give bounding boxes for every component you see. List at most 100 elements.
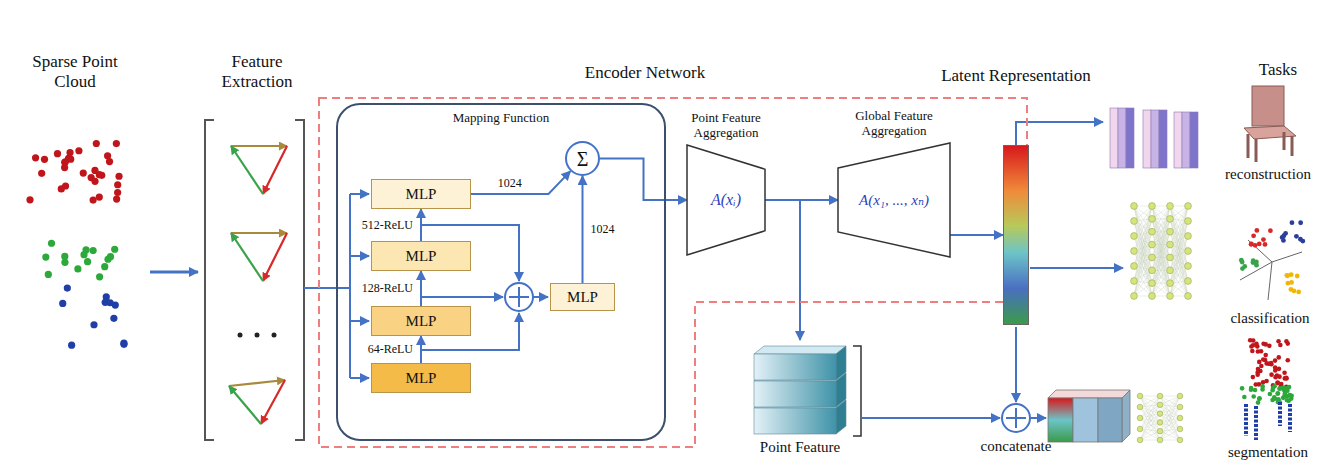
cluster-icon <box>1239 258 1244 263</box>
ellipsis-dots <box>238 333 243 338</box>
mapping-wire <box>350 193 369 195</box>
network <box>1131 203 1138 210</box>
segmented-chair <box>1277 386 1282 391</box>
heading-text: Encoder Network <box>585 63 705 83</box>
network <box>1131 233 1138 240</box>
network <box>1149 203 1156 210</box>
point-cloud <box>110 315 117 322</box>
point-cloud <box>96 273 103 280</box>
heading-text: Point Feature Aggregation <box>674 111 778 141</box>
network <box>1157 437 1163 443</box>
network <box>1134 257 1152 296</box>
sum-circle: Σ <box>565 141 600 176</box>
segmented-chair <box>1269 372 1274 377</box>
point-cloud <box>107 253 114 260</box>
point-cloud <box>61 253 68 260</box>
connector <box>471 171 570 194</box>
chair-icon <box>1252 86 1284 126</box>
point-cloud <box>59 300 66 307</box>
feature-triangle <box>231 232 287 234</box>
network <box>1140 422 1160 429</box>
bracket <box>205 120 214 440</box>
node-text: MLP <box>406 313 437 330</box>
network <box>1149 241 1156 248</box>
cluster-icon <box>1294 234 1299 239</box>
mapping-wire <box>349 194 351 378</box>
sum-symbol <box>505 283 533 311</box>
decoder-maps <box>1118 108 1126 168</box>
segmented-chair <box>1251 394 1256 399</box>
concat-feature <box>1048 390 1130 398</box>
segmented-chair <box>1240 338 1294 440</box>
concat-symbol <box>1002 404 1030 432</box>
network <box>1157 420 1163 426</box>
point-cloud <box>32 154 39 161</box>
feature-triangle <box>261 380 285 424</box>
cluster-icon <box>1296 289 1301 294</box>
network <box>1167 280 1174 287</box>
segmented-chair <box>1251 375 1256 380</box>
point-cloud <box>114 189 121 196</box>
point-cloud <box>113 140 120 147</box>
segmented-chair <box>1288 393 1293 398</box>
point-cloud <box>90 196 97 203</box>
concat-wire <box>1015 327 1017 402</box>
cluster-icon <box>1284 273 1289 278</box>
concat-symbol <box>1006 408 1026 428</box>
concat-wire <box>1016 122 1103 145</box>
point-cloud <box>96 193 103 200</box>
network <box>1157 402 1163 408</box>
network <box>1149 254 1156 261</box>
segmented-chair <box>1253 388 1258 393</box>
network <box>1140 405 1160 429</box>
point-cloud <box>38 170 45 177</box>
cluster-icon <box>1263 242 1268 247</box>
network <box>1160 431 1180 440</box>
chair-icon <box>1244 86 1296 162</box>
feature-triangle <box>229 386 261 424</box>
concat-wire <box>853 346 861 436</box>
segmented-chair <box>1257 360 1262 365</box>
network <box>1157 393 1163 399</box>
cluster-icon <box>1300 239 1305 244</box>
segmented-chair <box>1257 397 1262 402</box>
bracket <box>295 120 304 440</box>
network <box>1149 280 1156 287</box>
network <box>1160 407 1180 414</box>
segmented-chair <box>1282 370 1287 375</box>
mlp-box: MLP <box>371 179 471 209</box>
segmented-chair <box>1260 384 1265 389</box>
connector <box>420 271 422 306</box>
network <box>1160 407 1180 440</box>
point-cloud <box>84 258 91 265</box>
edge-label: 1024 <box>589 222 617 237</box>
segmented-chair <box>1285 358 1290 363</box>
cluster-icon <box>1253 243 1258 248</box>
network <box>1131 218 1138 225</box>
edge-label: 512-ReLU <box>360 218 415 233</box>
decoder-maps <box>1182 112 1190 168</box>
edge-label: 1024 <box>496 176 524 191</box>
concat-feature <box>1098 398 1122 442</box>
input-arrow <box>150 271 198 274</box>
network <box>1149 267 1156 274</box>
network <box>1152 206 1170 270</box>
concat-feature <box>1048 398 1073 442</box>
concat-wire <box>1030 267 1123 269</box>
mlp-box: MLP <box>371 241 471 271</box>
cluster-icon <box>1290 220 1295 225</box>
heading-text: Latent Representation <box>941 66 1091 86</box>
edge-label: 128-ReLU <box>360 281 415 296</box>
cluster-icon <box>1249 242 1254 247</box>
connector <box>420 336 422 363</box>
task-label: reconstruction <box>1225 166 1311 183</box>
network <box>1177 393 1183 399</box>
network <box>1140 407 1160 431</box>
point-cloud <box>75 147 82 154</box>
point-cloud <box>106 158 113 165</box>
concat-symbol <box>1002 404 1030 432</box>
connector <box>420 209 422 241</box>
network <box>1137 415 1143 421</box>
cluster-icon <box>1281 238 1286 243</box>
cluster-icon <box>1292 289 1297 294</box>
